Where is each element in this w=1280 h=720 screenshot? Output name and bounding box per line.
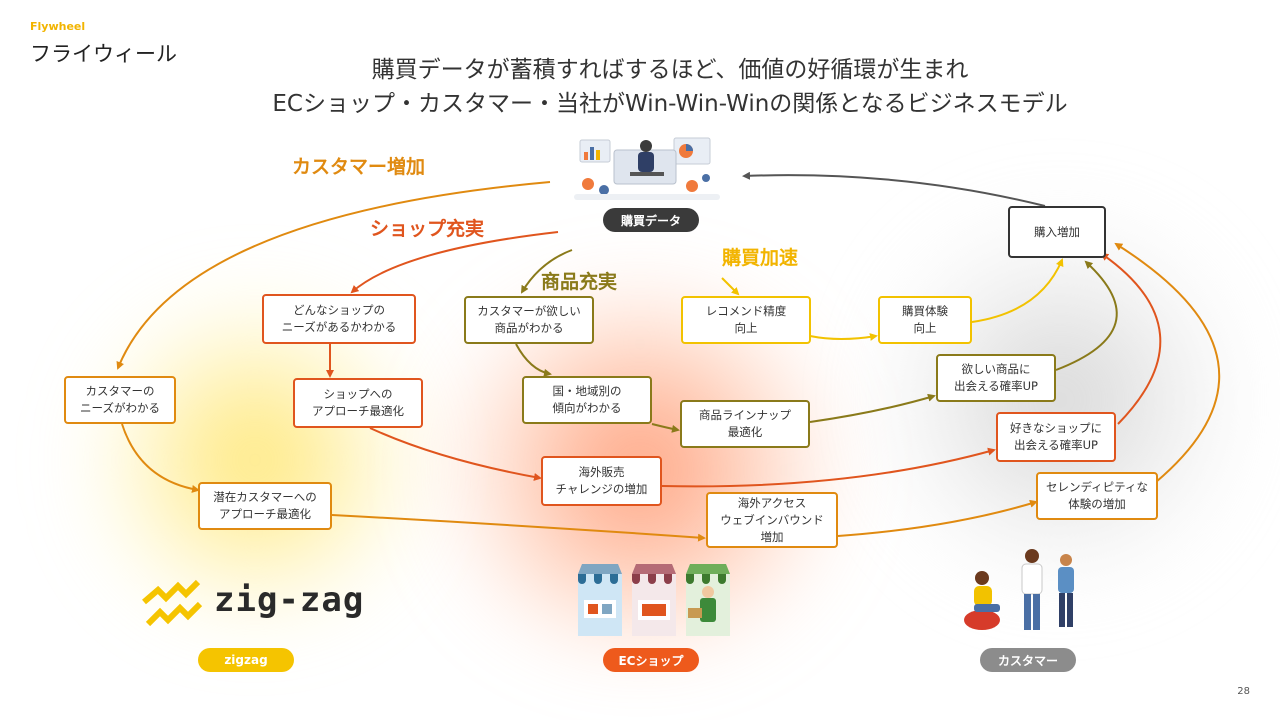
lineup-to-meet-product — [809, 393, 936, 423]
serendipity-to-purchase — [1114, 242, 1221, 483]
phase-shop-growth: ショップ充実 — [370, 218, 485, 240]
node-shop-needs: どんなショップの ニーズがあるかわかる — [262, 294, 416, 344]
node-customer-needs: カスタマーの ニーズがわかる — [64, 376, 176, 424]
ec-shop-label: ECショップ — [603, 648, 699, 672]
ec-shop-storefront-icons — [578, 564, 730, 636]
recommend-to-experience — [809, 333, 878, 341]
node-meet-shop: 好きなショップに 出会える確率UP — [996, 412, 1116, 462]
node-shop-approach: ショップへの アプローチ最適化 — [293, 378, 423, 428]
feedback-arrow — [742, 171, 1046, 207]
accel-to-recommend — [721, 277, 740, 296]
page-title: フライウィール — [30, 42, 177, 66]
customers-icon — [964, 549, 1074, 630]
customer-needs-to-potential — [121, 423, 200, 493]
page-number: 28 — [1237, 686, 1250, 697]
potential-to-overseas-access — [331, 514, 706, 542]
node-customer-wants: カスタマーが欲しい 商品がわかる — [464, 296, 594, 344]
purchase-data-illustration — [574, 137, 720, 200]
experience-to-purchase — [971, 258, 1064, 323]
node-overseas-access: 海外アクセス ウェブインバウンド 増加 — [706, 492, 838, 548]
node-recommend: レコメンド精度 向上 — [681, 296, 811, 344]
node-overseas-sales: 海外販売 チャレンジの増加 — [541, 456, 662, 506]
zigzag-wordmark: zig-zag — [214, 580, 365, 620]
zigzag-logo-icon — [142, 579, 203, 627]
purchase-data-label: 購買データ — [603, 208, 699, 232]
headline-line-1: 購買データが蓄積すればするほど、価値の好循環が生まれ — [371, 57, 969, 83]
customer-loop-arc — [116, 181, 551, 370]
node-lineup: 商品ラインナップ 最適化 — [680, 400, 810, 448]
wants-to-region — [515, 343, 552, 377]
phase-purchase-accel: 購買加速 — [722, 247, 799, 269]
overseas-access-to-serendipity — [837, 499, 1038, 537]
node-region-trend: 国・地域別の 傾向がわかる — [522, 376, 652, 424]
approach-to-overseas-sales — [369, 427, 542, 481]
region-to-lineup — [651, 423, 680, 433]
meet-shop-to-purchase — [1100, 252, 1162, 425]
eyebrow: Flywheel — [30, 20, 86, 33]
shop-loop-arc — [350, 231, 559, 294]
product-loop-arc — [520, 249, 573, 294]
node-serendipity: セレンディピティな 体験の増加 — [1036, 472, 1158, 520]
headline-line-2: ECショップ・カスタマー・当社がWin-Win-Winの関係となるビジネスモデル — [272, 91, 1068, 117]
phase-customer-growth: カスタマー増加 — [292, 156, 426, 178]
zigzag-glow — [90, 300, 420, 620]
node-potential-approach: 潜在カスタマーへの アプローチ最適化 — [198, 482, 332, 530]
meet-product-to-purchase — [1055, 260, 1118, 371]
node-meet-product: 欲しい商品に 出会える確率UP — [936, 354, 1056, 402]
node-purchase-increase: 購入増加 — [1008, 206, 1106, 258]
phase-product-growth: 商品充実 — [541, 271, 618, 293]
zigzag-label: zigzag — [198, 648, 294, 672]
overseas-sales-to-meet-shop — [661, 447, 996, 488]
node-experience: 購買体験 向上 — [878, 296, 972, 344]
customer-label: カスタマー — [980, 648, 1076, 672]
